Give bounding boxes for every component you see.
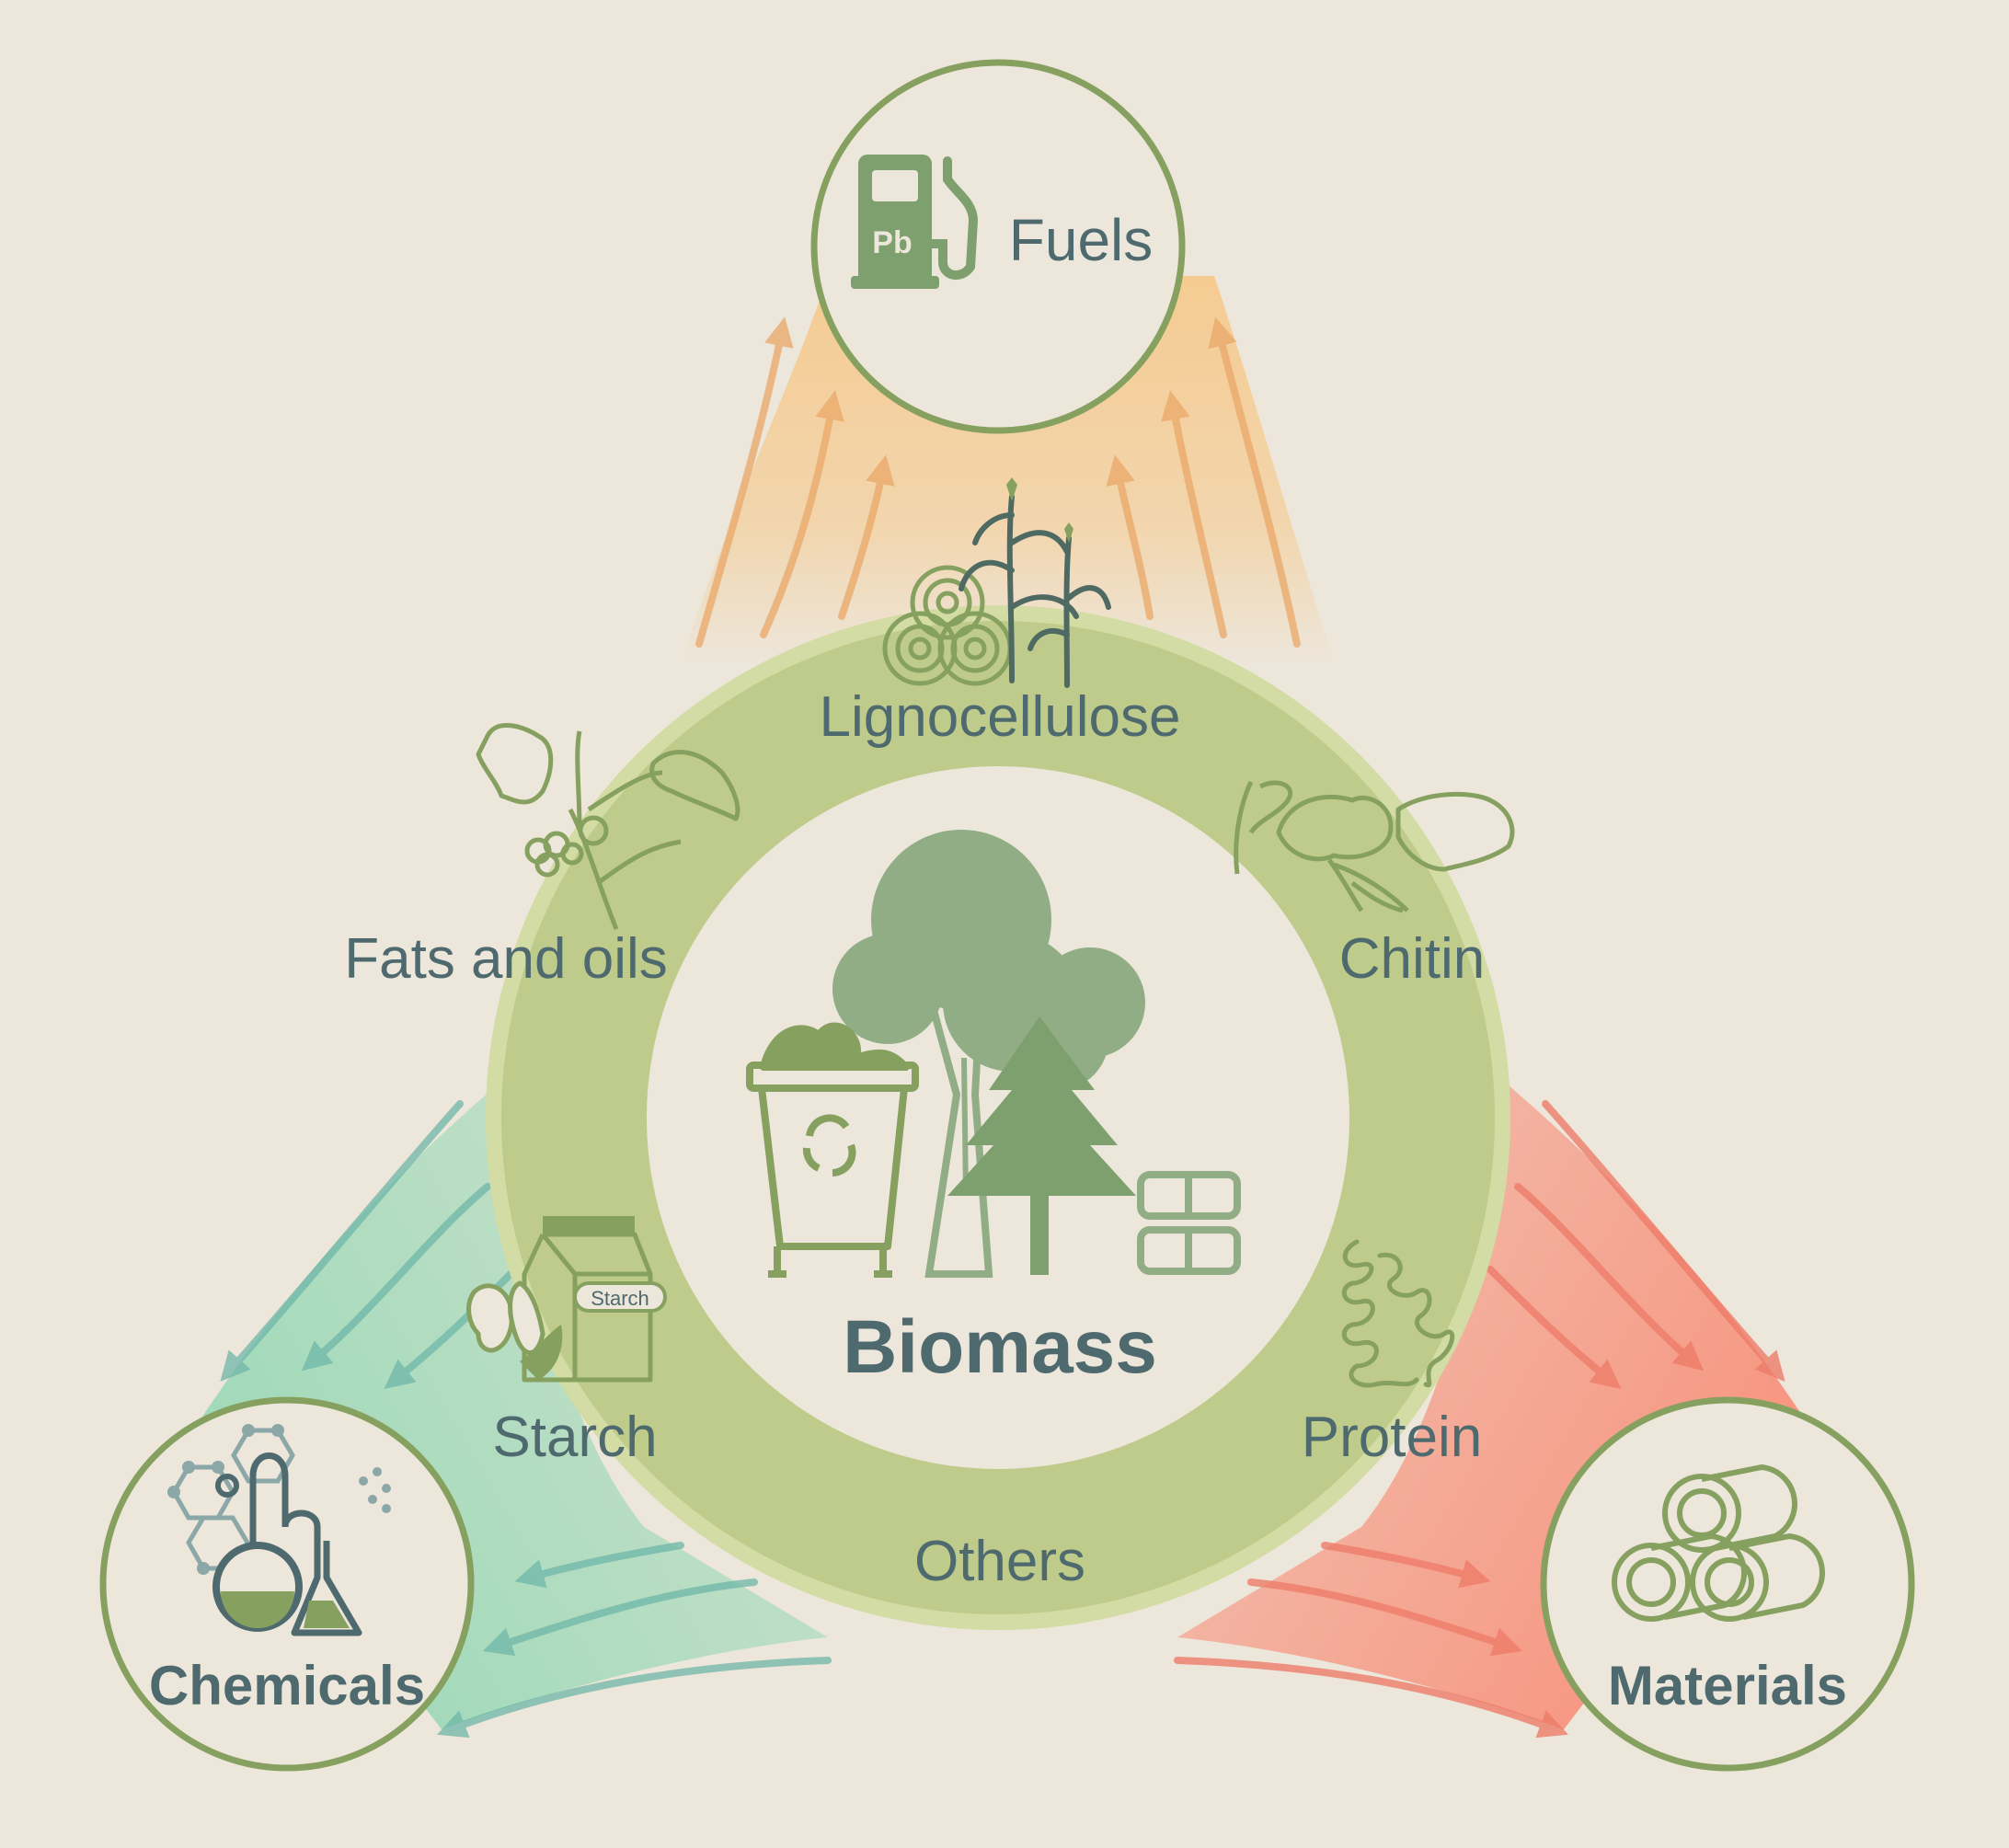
source-label-others: Others [914, 1530, 1085, 1593]
oil-plant-icon [476, 722, 740, 930]
flask-molecule-icon [167, 1424, 391, 1636]
node-chemicals: Chemicals [99, 1396, 475, 1772]
node-fuels: Pb Fuels [810, 59, 1186, 434]
source-label-starch: Starch [492, 1406, 657, 1469]
output-label-chemicals: Chemicals [149, 1655, 425, 1716]
output-label-fuels: Fuels [1009, 207, 1154, 273]
hay-bales-icon [1137, 1171, 1241, 1275]
protein-coil-icon [1341, 1239, 1455, 1388]
center-hub: Biomass [746, 830, 1241, 1389]
pine-tree-icon [947, 1016, 1136, 1275]
source-label-chitin: Chitin [1339, 927, 1486, 991]
source-label-lignocellulose: Lignocellulose [820, 685, 1181, 749]
flow-to-fuels [681, 276, 1334, 662]
tubes-icon [1612, 1463, 1825, 1622]
crustacean-shells-icon [1234, 780, 1515, 913]
starch-badge-text: Starch [591, 1287, 649, 1310]
fuel-pump-text: Pb [872, 225, 912, 260]
output-label-materials: Materials [1608, 1655, 1847, 1716]
center-title: Biomass [843, 1305, 1157, 1389]
source-label-fats-and-oils: Fats and oils [344, 927, 668, 991]
source-label-protein: Protein [1302, 1406, 1482, 1469]
recycle-bin-icon [746, 1022, 919, 1278]
corn-and-hay-bales-icon [882, 477, 1111, 688]
node-materials: Materials [1540, 1396, 1915, 1772]
fuel-pump-icon: Pb [851, 155, 979, 289]
starch-bag-icon: Starch [466, 1216, 667, 1383]
